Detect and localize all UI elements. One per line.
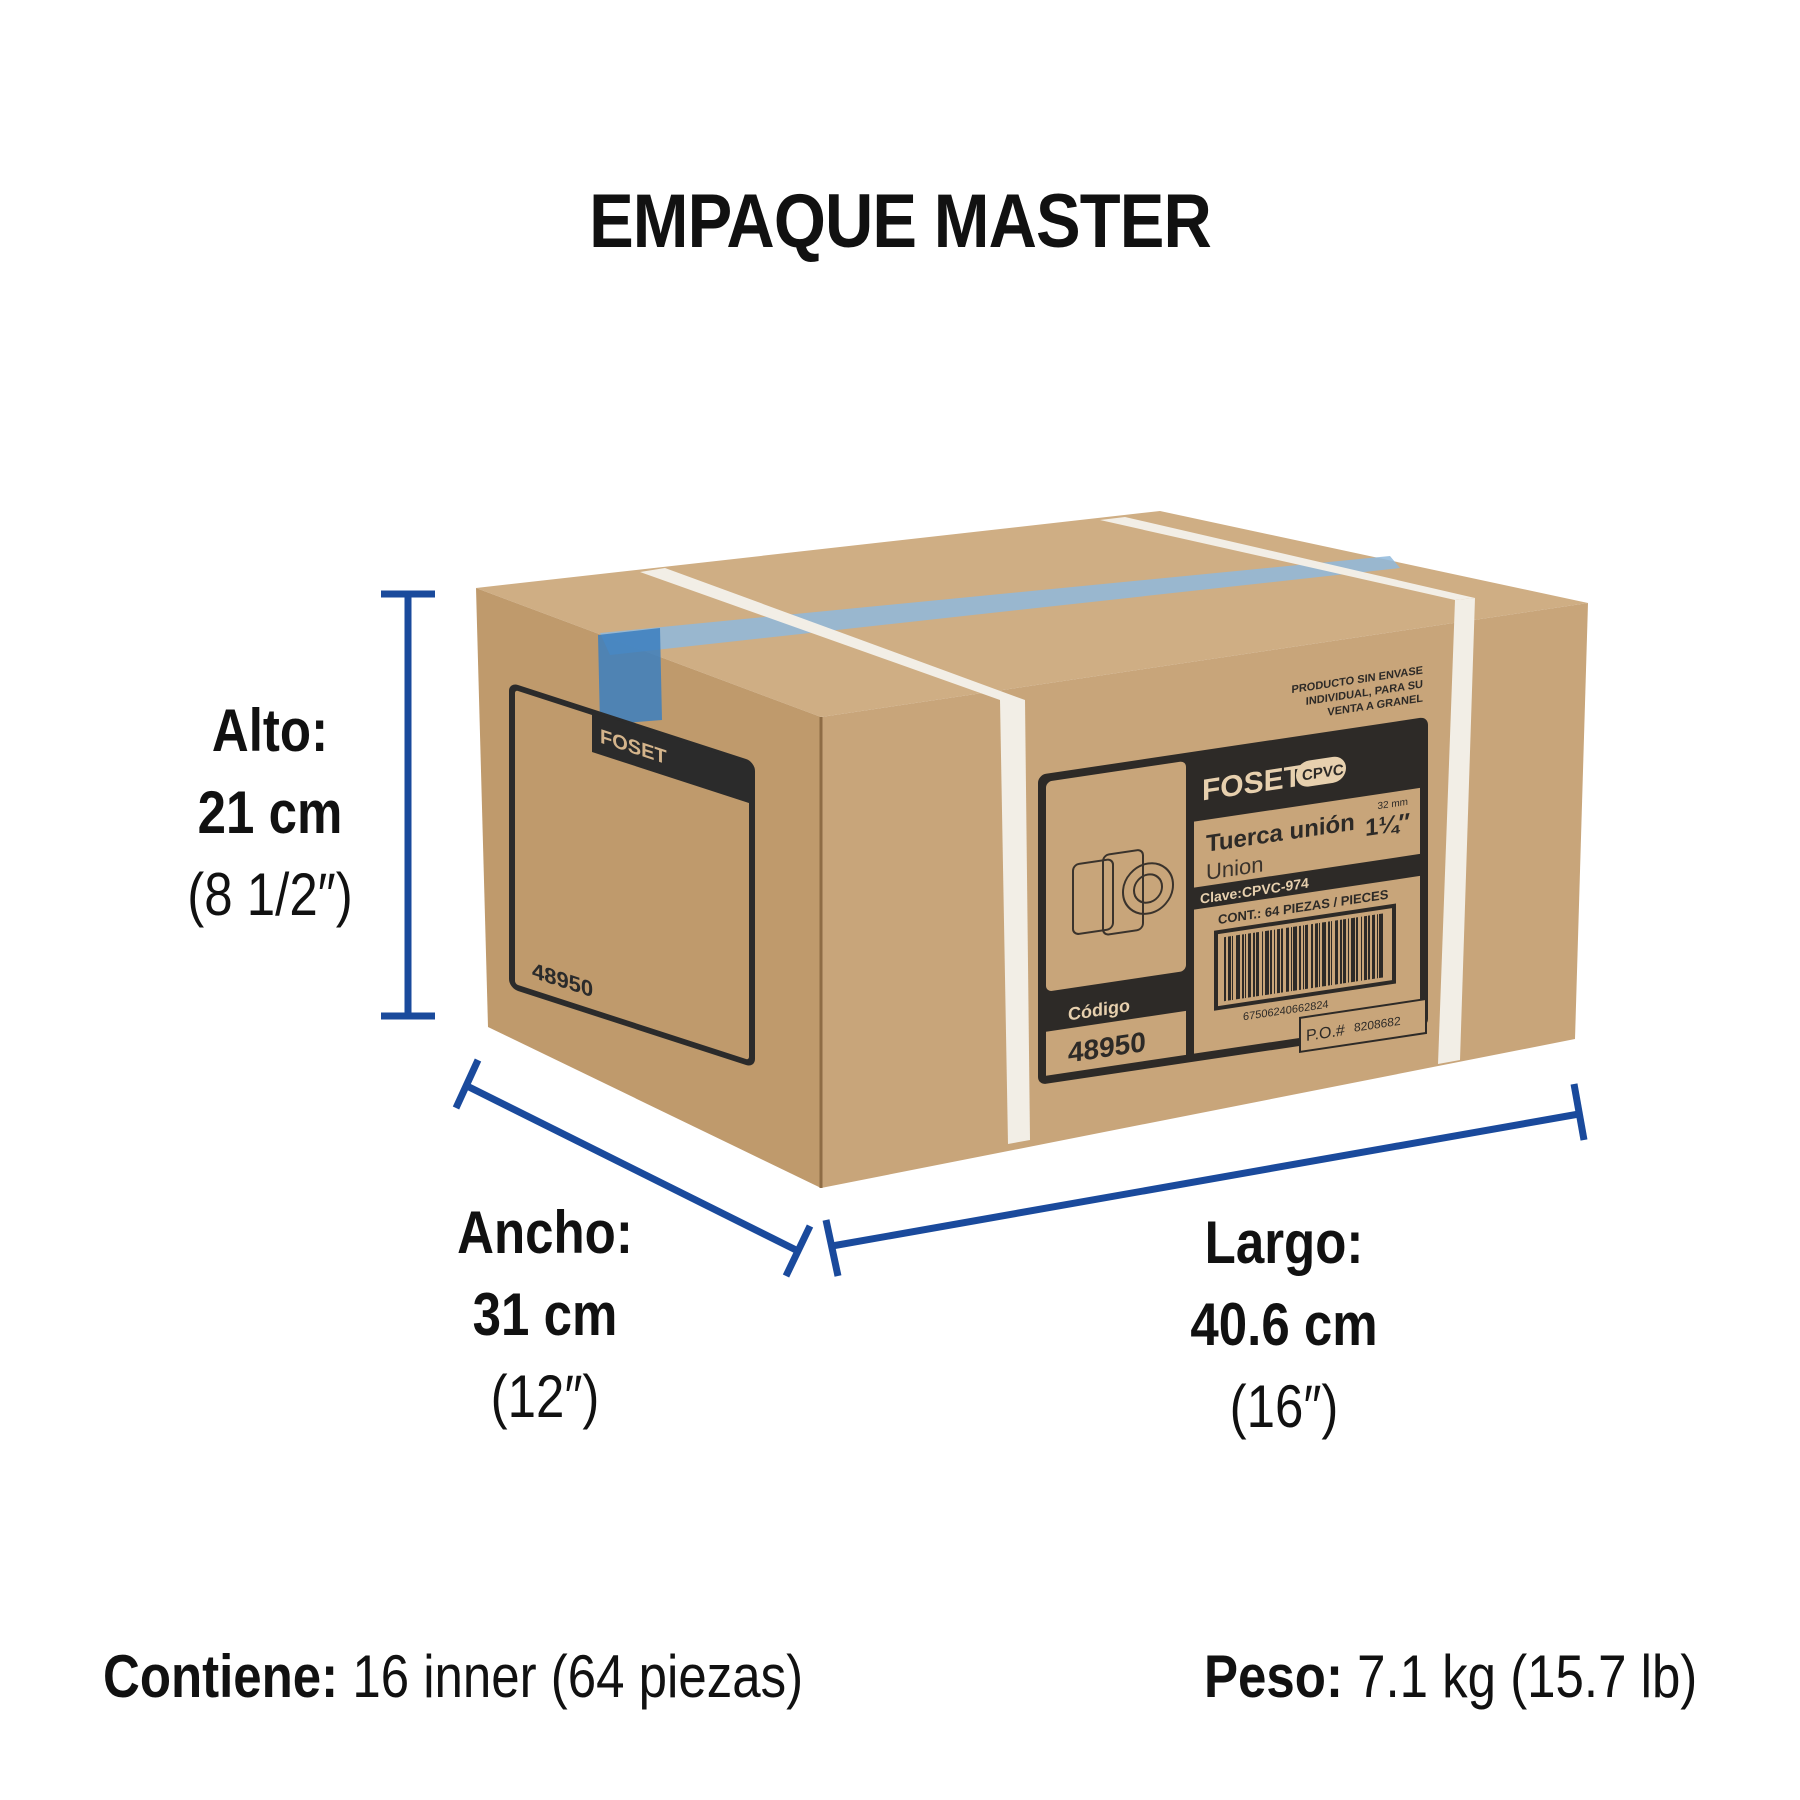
- cpvc-badge: CPVC: [1302, 761, 1344, 784]
- front-label: FOSET CPVC PRODUCTO SIN ENVASE INDIVIDUA…: [1038, 665, 1428, 1084]
- barcode-bar: [1311, 923, 1313, 989]
- barcode-bar: [1305, 924, 1308, 990]
- height-label: Alto: 21 cm (8 1/2″): [100, 690, 440, 936]
- barcode-bar: [1328, 921, 1330, 986]
- barcode-bar: [1286, 927, 1289, 992]
- length-title: Largo:: [1204, 1209, 1364, 1276]
- width-label: Ancho: 31 cm (12″): [375, 1192, 715, 1438]
- height-title: Alto:: [211, 697, 329, 764]
- weight-value: 7.1 kg (15.7 lb): [1356, 1643, 1697, 1710]
- weight-label: Peso:: [1203, 1643, 1343, 1710]
- length-imperial: (16″): [1229, 1373, 1339, 1440]
- length-label: Largo: 40.6 cm (16″): [1114, 1202, 1454, 1448]
- length-metric: 40.6 cm: [1190, 1291, 1378, 1358]
- height-imperial: (8 1/2″): [187, 861, 353, 928]
- barcode-bar: [1277, 928, 1280, 994]
- barcode-bar: [1343, 918, 1346, 984]
- barcode-bar: [1364, 915, 1367, 981]
- contents-value: 16 inner (64 piezas): [352, 1643, 804, 1710]
- barcode-bar: [1356, 917, 1358, 982]
- barcode-bar: [1236, 934, 1240, 1000]
- barcode-bar: [1368, 915, 1370, 980]
- height-dimension-line: [381, 590, 435, 1020]
- barcode-bar: [1322, 921, 1326, 987]
- barcode-bar: [1274, 929, 1275, 994]
- barcode-bar: [1379, 913, 1383, 979]
- width-imperial: (12″): [490, 1363, 600, 1430]
- strap: [1100, 517, 1475, 600]
- barcode-bar: [1245, 933, 1246, 999]
- strap: [640, 568, 1025, 700]
- contents-label: Contiene:: [103, 1643, 339, 1710]
- strap: [1438, 598, 1475, 1064]
- barcode-bar: [1248, 933, 1251, 998]
- barcode-bar: [1303, 925, 1304, 990]
- barcode-bar: [1377, 914, 1378, 979]
- barcode-bar: [1361, 916, 1362, 981]
- barcode-bar: [1232, 935, 1233, 1001]
- barcode-bar: [1224, 936, 1226, 1002]
- barcode-bar: [1256, 931, 1259, 997]
- barcode-bar: [1281, 928, 1283, 993]
- barcode-bar: [1291, 927, 1292, 992]
- contents-info: Contiene: 16 inner (64 piezas): [103, 1642, 803, 1711]
- page-title: EMPAQUE MASTER: [589, 179, 1212, 264]
- height-metric: 21 cm: [197, 779, 343, 846]
- barcode: [1224, 913, 1383, 1002]
- union-fitting-icon: [1072, 849, 1174, 936]
- barcode-bar: [1348, 918, 1349, 983]
- barcode-bar: [1372, 914, 1375, 980]
- blue-tape: [600, 556, 1400, 655]
- width-metric: 31 cm: [472, 1281, 618, 1348]
- barcode-bar: [1253, 932, 1255, 997]
- barcode-bar: [1265, 930, 1269, 996]
- barcode-bar: [1299, 925, 1301, 990]
- width-dimension-line: [452, 1058, 814, 1278]
- barcode-bar: [1351, 917, 1355, 983]
- box-left-face: [476, 588, 821, 1188]
- barcode-bar: [1315, 923, 1318, 988]
- strap: [1000, 700, 1030, 1144]
- barcode-bar: [1331, 921, 1332, 986]
- width-title: Ancho:: [457, 1199, 633, 1266]
- barcode-bar: [1242, 934, 1244, 999]
- barcode-bar: [1293, 926, 1297, 991]
- barcode-bar: [1340, 919, 1342, 984]
- barcode-bar: [1262, 931, 1263, 996]
- length-dimension-line: [822, 1083, 1588, 1277]
- barcode-bar: [1270, 930, 1272, 995]
- weight-info: Peso: 7.1 kg (15.7 lb): [1204, 1642, 1697, 1711]
- size-mm: 32 mm: [1377, 797, 1408, 813]
- barcode-bar: [1335, 920, 1338, 985]
- barcode-bar: [1228, 936, 1231, 1001]
- barcode-bar: [1319, 922, 1320, 988]
- po-label: P.O.#: [1306, 1021, 1345, 1045]
